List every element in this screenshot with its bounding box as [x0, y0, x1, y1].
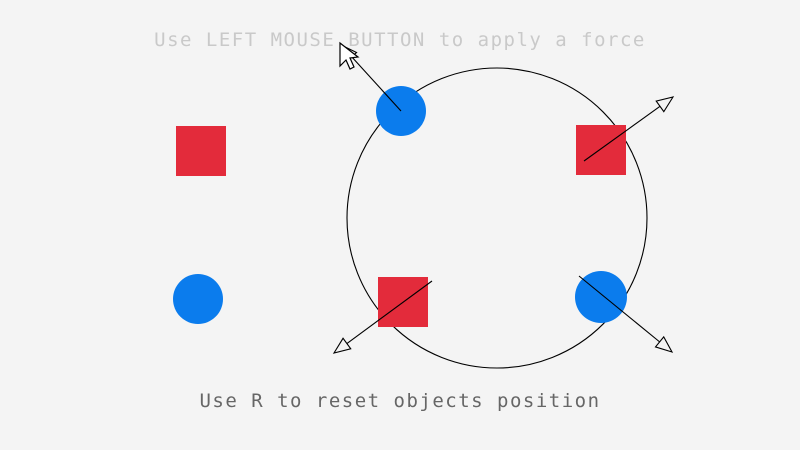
- mouse-cursor-icon: [339, 41, 360, 70]
- force-arrow-blue-circle-bottom-right: [578, 275, 674, 353]
- constraint-circle: [346, 67, 648, 369]
- force-arrow-red-square-bottom: [332, 280, 433, 354]
- hint-text-top: Use LEFT MOUSE BUTTON to apply a force: [154, 29, 646, 51]
- force-arrow-red-square-right: [583, 96, 675, 162]
- red-square-right[interactable]: [576, 125, 626, 175]
- red-square-top-left[interactable]: [176, 126, 226, 176]
- blue-circle-left[interactable]: [173, 274, 223, 324]
- hint-text-bottom: Use R to reset objects position: [199, 390, 601, 412]
